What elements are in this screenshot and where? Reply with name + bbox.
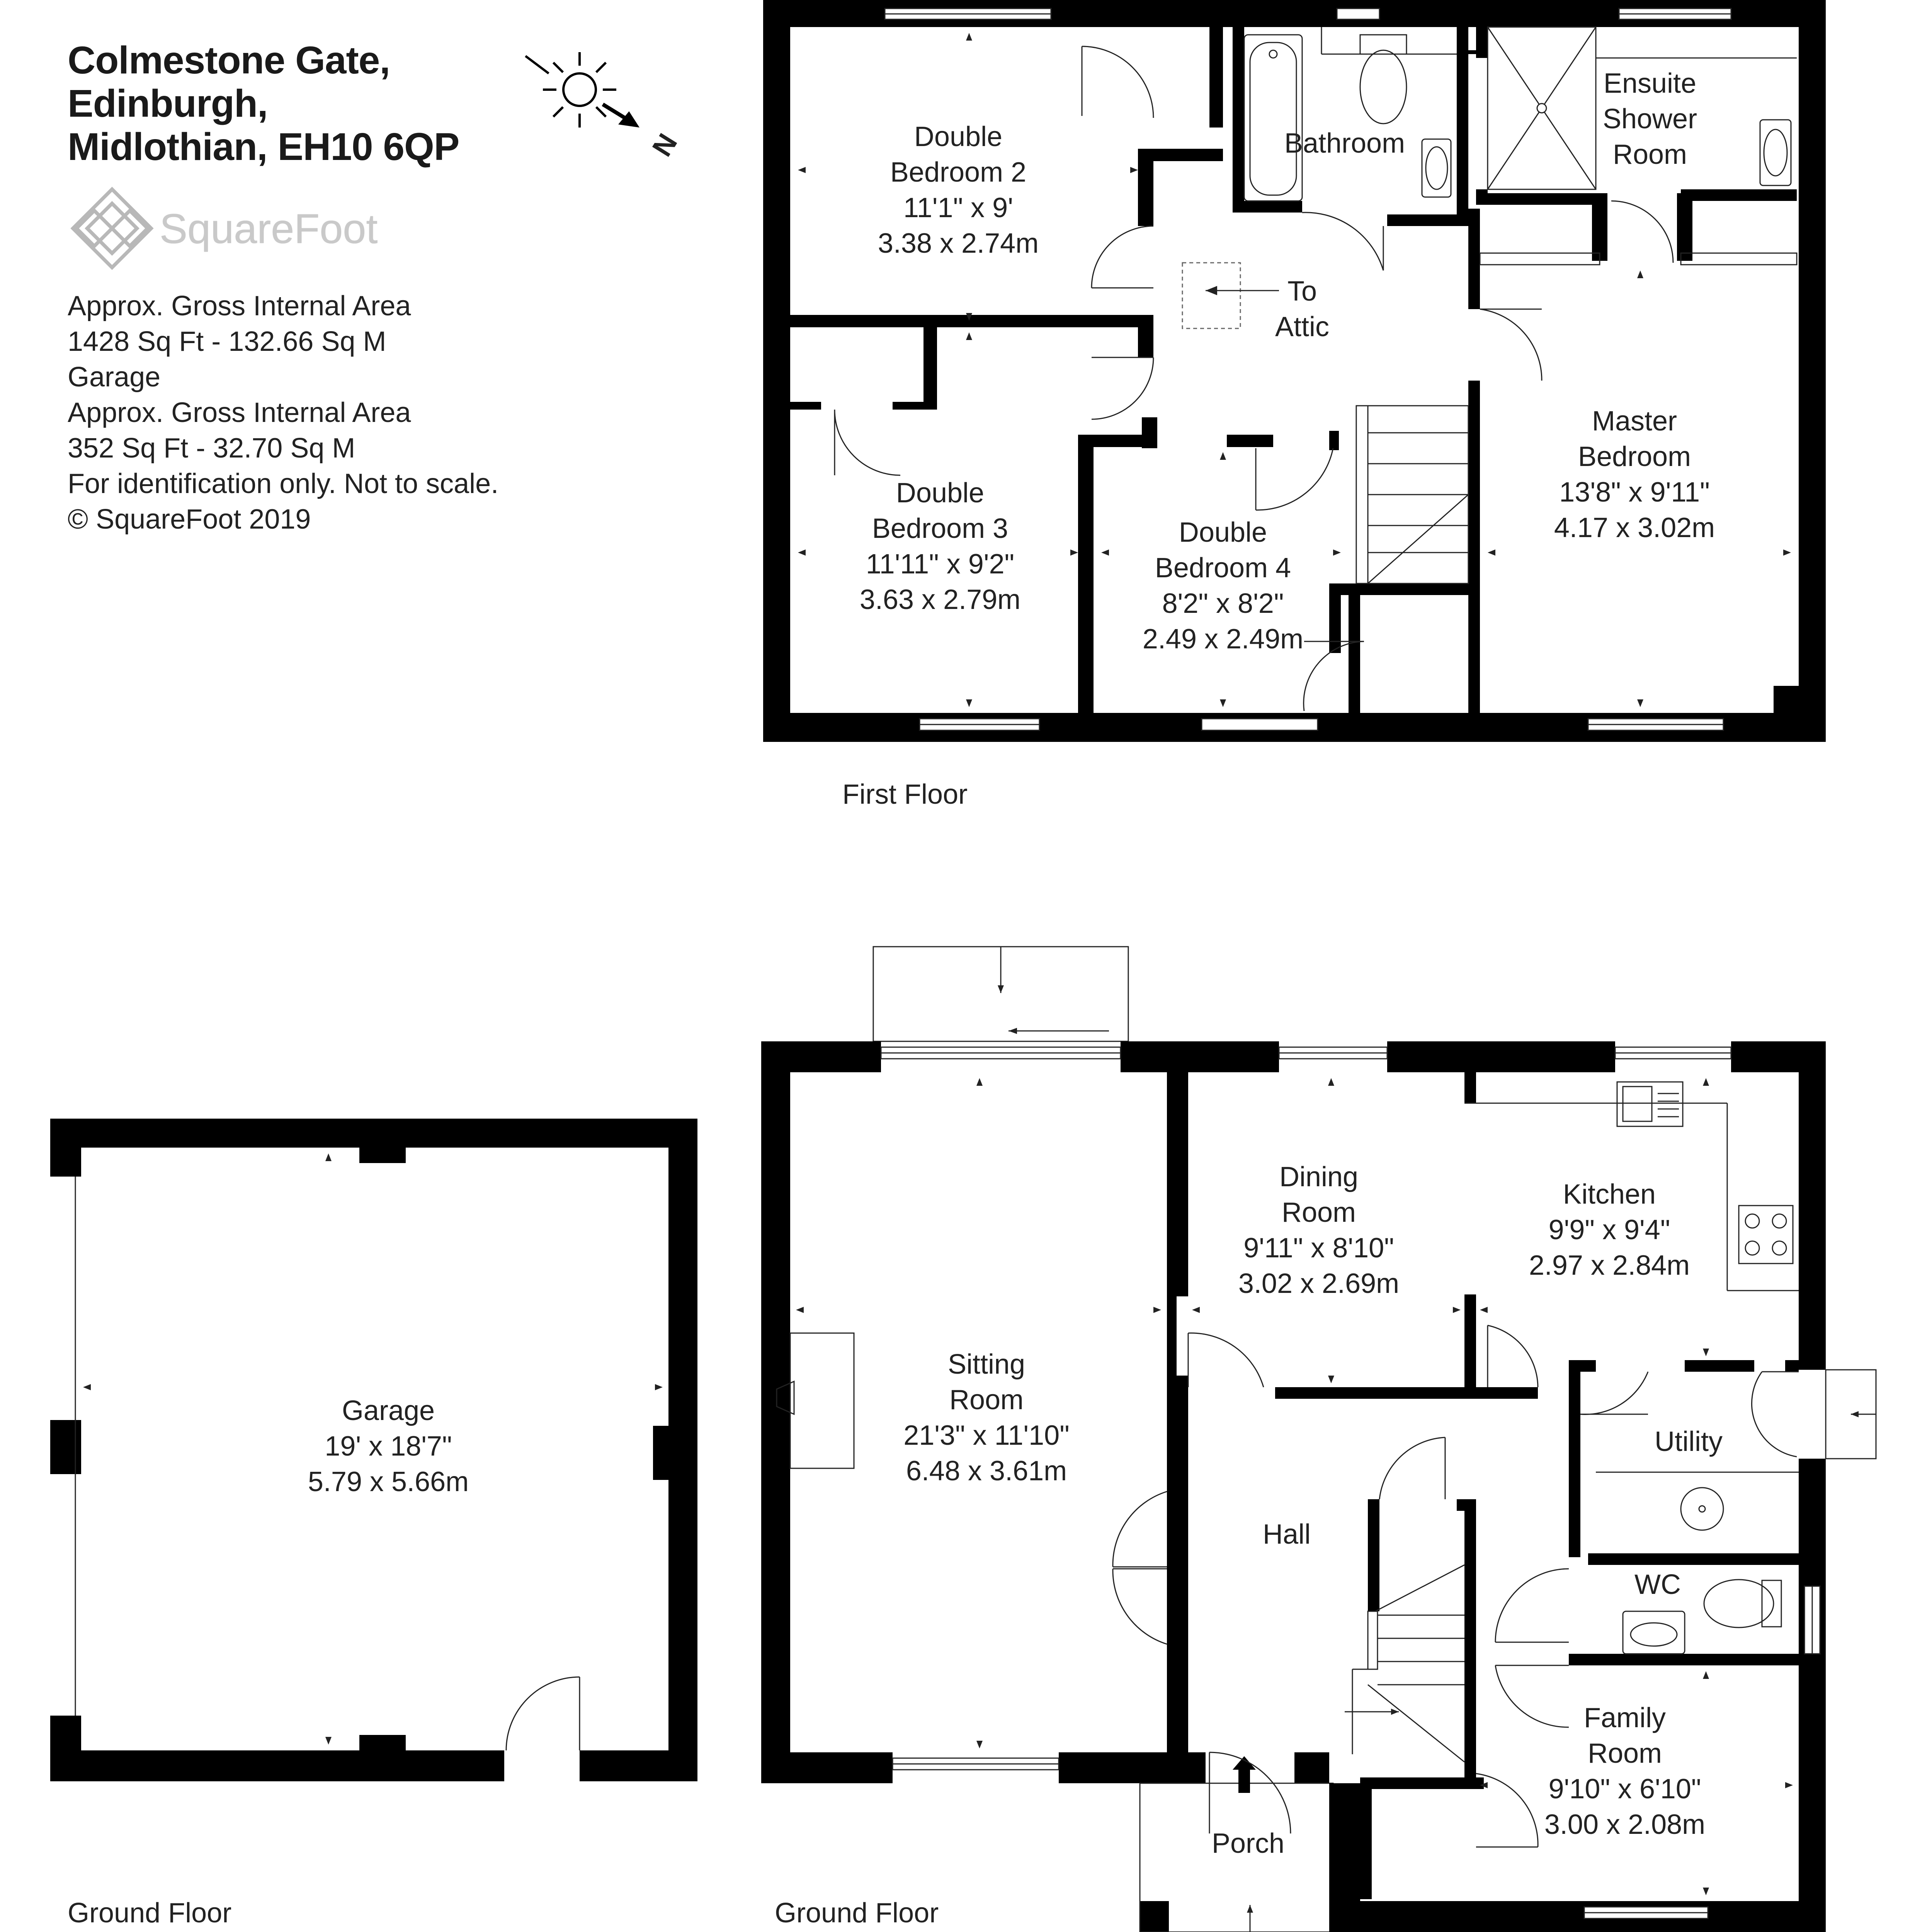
bath-icon (1243, 34, 1303, 202)
svg-text:3.38 x 2.74m: 3.38 x 2.74m (878, 228, 1039, 259)
room-wc: WC (1634, 1569, 1681, 1600)
wc-toilet-icon (1703, 1579, 1782, 1628)
svg-text:To: To (1287, 276, 1317, 307)
kitchen-sink-icon (1616, 1081, 1684, 1127)
ensuite-basin-icon (1759, 119, 1792, 186)
brand-logo: SquareFoot (68, 184, 498, 273)
svg-text:11'1" x 9': 11'1" x 9' (903, 192, 1013, 223)
svg-text:Garage: Garage (342, 1395, 435, 1426)
area-info-line: Approx. Gross Internal Area (68, 291, 411, 321)
area-info-line: 1428 Sq Ft - 132.66 Sq M (68, 326, 386, 357)
svg-text:11'11" x 9'2": 11'11" x 9'2" (866, 549, 1014, 580)
attic-access: To Attic (1275, 276, 1329, 342)
svg-text:Double: Double (1179, 517, 1267, 548)
squarefoot-logo-icon (70, 187, 154, 270)
hob-icon (1738, 1205, 1794, 1264)
area-info-line: For identification only. Not to scale. (68, 468, 499, 499)
basin-icon (1421, 138, 1452, 198)
room-garage: Garage 19' x 18'7" 5.79 x 5.66m (308, 1395, 469, 1497)
room-double-bedroom-3: Double Bedroom 3 11'11" x 9'2" 3.63 x 2.… (860, 478, 1020, 615)
svg-text:Bedroom 2: Bedroom 2 (890, 157, 1026, 188)
svg-text:2.49 x 2.49m: 2.49 x 2.49m (1143, 624, 1303, 655)
svg-text:Bedroom: Bedroom (1578, 441, 1691, 472)
compass-sun-icon (525, 52, 639, 128)
brand-name: SquareFoot (160, 205, 378, 252)
svg-text:Bedroom 3: Bedroom 3 (872, 513, 1008, 544)
svg-text:19' x 18'7": 19' x 18'7" (325, 1431, 452, 1462)
svg-text:4.17 x 3.02m: 4.17 x 3.02m (1554, 512, 1715, 543)
address-line-1: Colmestone Gate, (68, 39, 390, 82)
svg-text:Room: Room (949, 1384, 1024, 1415)
svg-text:3.63 x 2.79m: 3.63 x 2.79m (860, 584, 1020, 615)
svg-text:5.79 x 5.66m: 5.79 x 5.66m (308, 1466, 469, 1497)
garage-floor-label: Ground Floor (68, 1898, 231, 1929)
svg-text:Family: Family (1584, 1702, 1666, 1733)
room-double-bedroom-4: Double Bedroom 4 8'2" x 8'2" 2.49 x 2.49… (1143, 517, 1303, 655)
svg-text:9'10" x 6'10": 9'10" x 6'10" (1549, 1774, 1701, 1804)
room-utility: Utility (1655, 1426, 1723, 1457)
svg-text:Attic: Attic (1275, 311, 1329, 342)
garage-plan: Ground Floor (50, 1119, 697, 1929)
svg-text:Dining: Dining (1279, 1162, 1358, 1192)
svg-text:6.48 x 3.61m: 6.48 x 3.61m (906, 1456, 1067, 1486)
room-porch: Porch (1212, 1828, 1284, 1859)
svg-text:21'3" x 11'10": 21'3" x 11'10" (903, 1420, 1070, 1451)
svg-text:Double: Double (914, 121, 1002, 152)
ground-floor-stairs (1345, 1564, 1465, 1763)
svg-text:Room: Room (1613, 139, 1687, 170)
room-bathroom: Bathroom (1284, 128, 1405, 159)
area-info-line: © SquareFoot 2019 (68, 504, 311, 535)
svg-text:9'11" x 8'10": 9'11" x 8'10" (1243, 1233, 1394, 1264)
svg-text:Bedroom 4: Bedroom 4 (1155, 553, 1291, 583)
room-ensuite-shower: Ensuite Shower Room (1603, 68, 1697, 170)
svg-text:Ensuite: Ensuite (1604, 68, 1696, 99)
property-header: Colmestone Gate, Edinburgh, Midlothian, … (68, 39, 498, 537)
room-hall: Hall (1263, 1519, 1311, 1550)
address-line-3: Midlothian, EH10 6QP (68, 125, 460, 168)
svg-text:Shower: Shower (1603, 104, 1697, 134)
svg-text:2.97 x 2.84m: 2.97 x 2.84m (1529, 1250, 1690, 1281)
first-floor-stairs (1355, 405, 1469, 584)
svg-text:3.02 x 2.69m: 3.02 x 2.69m (1238, 1268, 1399, 1299)
svg-text:3.00 x 2.08m: 3.00 x 2.08m (1544, 1809, 1705, 1840)
area-info-line: Garage (68, 362, 161, 393)
svg-text:9'9" x 9'4": 9'9" x 9'4" (1549, 1214, 1670, 1245)
area-info-line: 352 Sq Ft - 32.70 Sq M (68, 433, 355, 464)
ground-floor-plan: Ground Floor (761, 946, 1877, 1932)
svg-text:13'8" x 9'11": 13'8" x 9'11" (1559, 477, 1710, 508)
address-line-2: Edinburgh, (68, 82, 268, 125)
first-floor-plan: First Floor (763, 0, 1826, 810)
room-kitchen: Kitchen 9'9" x 9'4" 2.97 x 2.84m (1529, 1179, 1690, 1281)
ground-floor-label: Ground Floor (775, 1898, 939, 1929)
svg-text:Room: Room (1588, 1738, 1662, 1769)
ground-floor-doors (1112, 1325, 1799, 1848)
svg-text:8'2" x 8'2": 8'2" x 8'2" (1162, 588, 1284, 619)
room-family-room: Family Room 9'10" x 6'10" 3.00 x 2.08m (1544, 1702, 1705, 1840)
svg-text:Double: Double (896, 478, 984, 509)
first-floor-doors (834, 46, 1674, 711)
shower-tray-icon (1487, 26, 1597, 190)
svg-text:Kitchen: Kitchen (1563, 1179, 1656, 1210)
room-sitting-room: Sitting Room 21'3" x 11'10" 6.48 x 3.61m (903, 1349, 1070, 1486)
first-floor-label: First Floor (842, 779, 968, 810)
wc-basin-icon (1622, 1611, 1685, 1655)
attic-hatch (1182, 262, 1241, 329)
room-double-bedroom-2: Double Bedroom 2 11'1" x 9' 3.38 x 2.74m (878, 121, 1039, 259)
svg-text:Room: Room (1282, 1197, 1356, 1228)
svg-text:Sitting: Sitting (948, 1349, 1025, 1380)
entrance-arrow-icon (1233, 1756, 1256, 1793)
compass-north-label: N (646, 128, 683, 162)
svg-text:Master: Master (1592, 406, 1677, 437)
toilet-icon (1359, 34, 1407, 124)
area-info: Approx. Gross Internal Area 1428 Sq Ft -… (68, 288, 498, 537)
area-info-line: Approx. Gross Internal Area (68, 397, 411, 428)
room-dining-room: Dining Room 9'11" x 8'10" 3.02 x 2.69m (1238, 1162, 1399, 1299)
room-master-bedroom: Master Bedroom 13'8" x 9'11" 4.17 x 3.02… (1554, 406, 1715, 543)
